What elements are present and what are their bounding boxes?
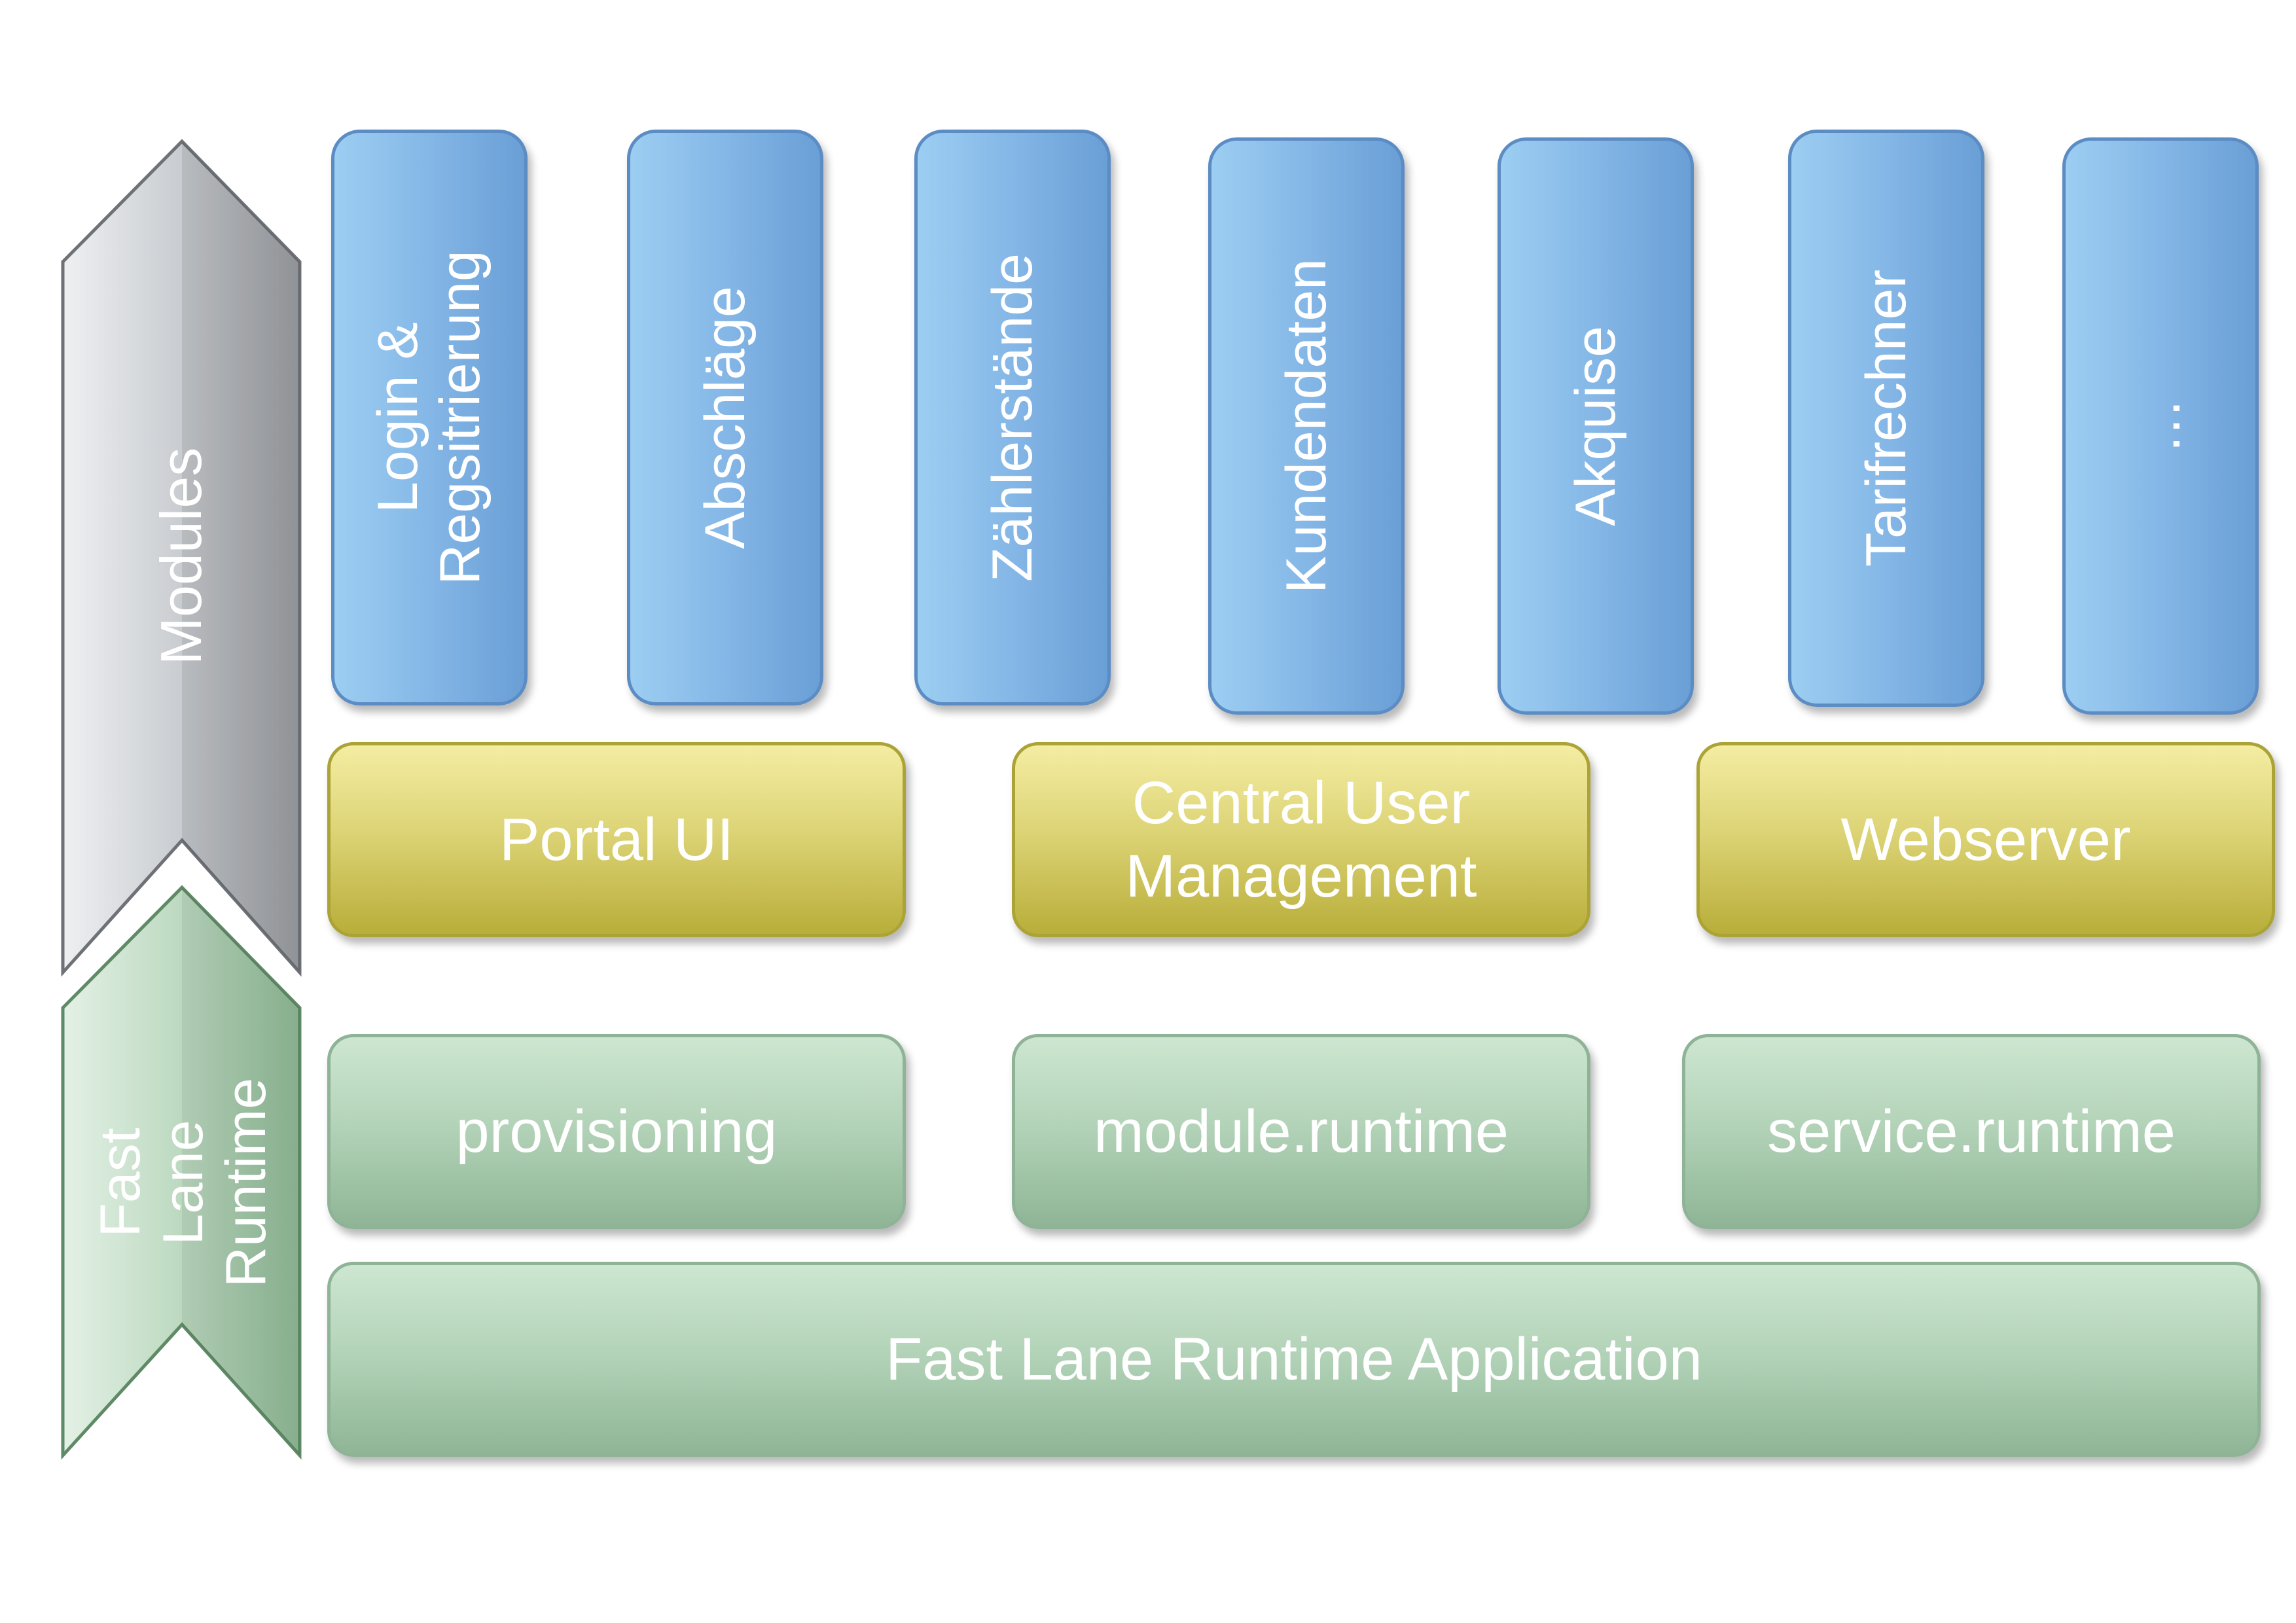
- module-kundendaten: Kundendaten: [1208, 137, 1405, 715]
- runtime-arrow-shape: [61, 885, 302, 1460]
- module-abschlaege: Abschläge: [627, 130, 823, 705]
- service-label-line-2: Management: [1125, 843, 1477, 910]
- module-label-line-2: Regsitrierung: [429, 250, 492, 585]
- runtime-arrow-label-line-3: Runtime: [215, 1077, 278, 1288]
- module-label: Tarifrechner: [1854, 269, 1918, 567]
- module-label: Zählerstände: [980, 253, 1044, 582]
- modules-arrow-shape: [61, 139, 302, 977]
- service-webserver: Webserver: [1696, 742, 2275, 937]
- runtime-service-runtime: service.runtime: [1682, 1034, 2261, 1229]
- module-zaehlerstaende: Zählerstände: [914, 130, 1111, 705]
- modules-arrow-label: Modules: [148, 447, 213, 666]
- runtime-arrow-label-line-1: Fast: [88, 1128, 152, 1238]
- module-more: …: [2062, 137, 2259, 715]
- modules-layer-arrow: Modules: [0, 0, 340, 995]
- module-label: Kundendaten: [1274, 259, 1338, 594]
- module-akquise: Akquise: [1498, 137, 1694, 715]
- service-portal-ui: Portal UI: [327, 742, 906, 937]
- service-label: Webserver: [1840, 806, 2131, 873]
- runtime-arrow-label: Fast Lane Runtime: [72, 999, 295, 1366]
- module-label: Akquise: [1564, 326, 1627, 526]
- runtime-provisioning: provisioning: [327, 1034, 906, 1229]
- runtime-arrow-label-line-2: Lane: [151, 1120, 215, 1245]
- module-label: …: [2128, 398, 2192, 454]
- module-tarifrechner: Tarifrechner: [1788, 130, 1984, 707]
- module-label: Abschläge: [693, 286, 757, 549]
- module-label-line-1: Login &: [367, 322, 430, 513]
- service-central-user-management: Central User Management: [1012, 742, 1590, 937]
- runtime-module-runtime: module.runtime: [1012, 1034, 1590, 1229]
- service-label-line-1: Central User: [1132, 769, 1471, 836]
- service-label: Portal UI: [499, 806, 734, 873]
- runtime-application: Fast Lane Runtime Application: [327, 1262, 2261, 1457]
- runtime-layer-arrow: Fast Lane Runtime: [0, 851, 340, 1479]
- module-login-registrierung: Login & Regsitrierung: [331, 130, 528, 705]
